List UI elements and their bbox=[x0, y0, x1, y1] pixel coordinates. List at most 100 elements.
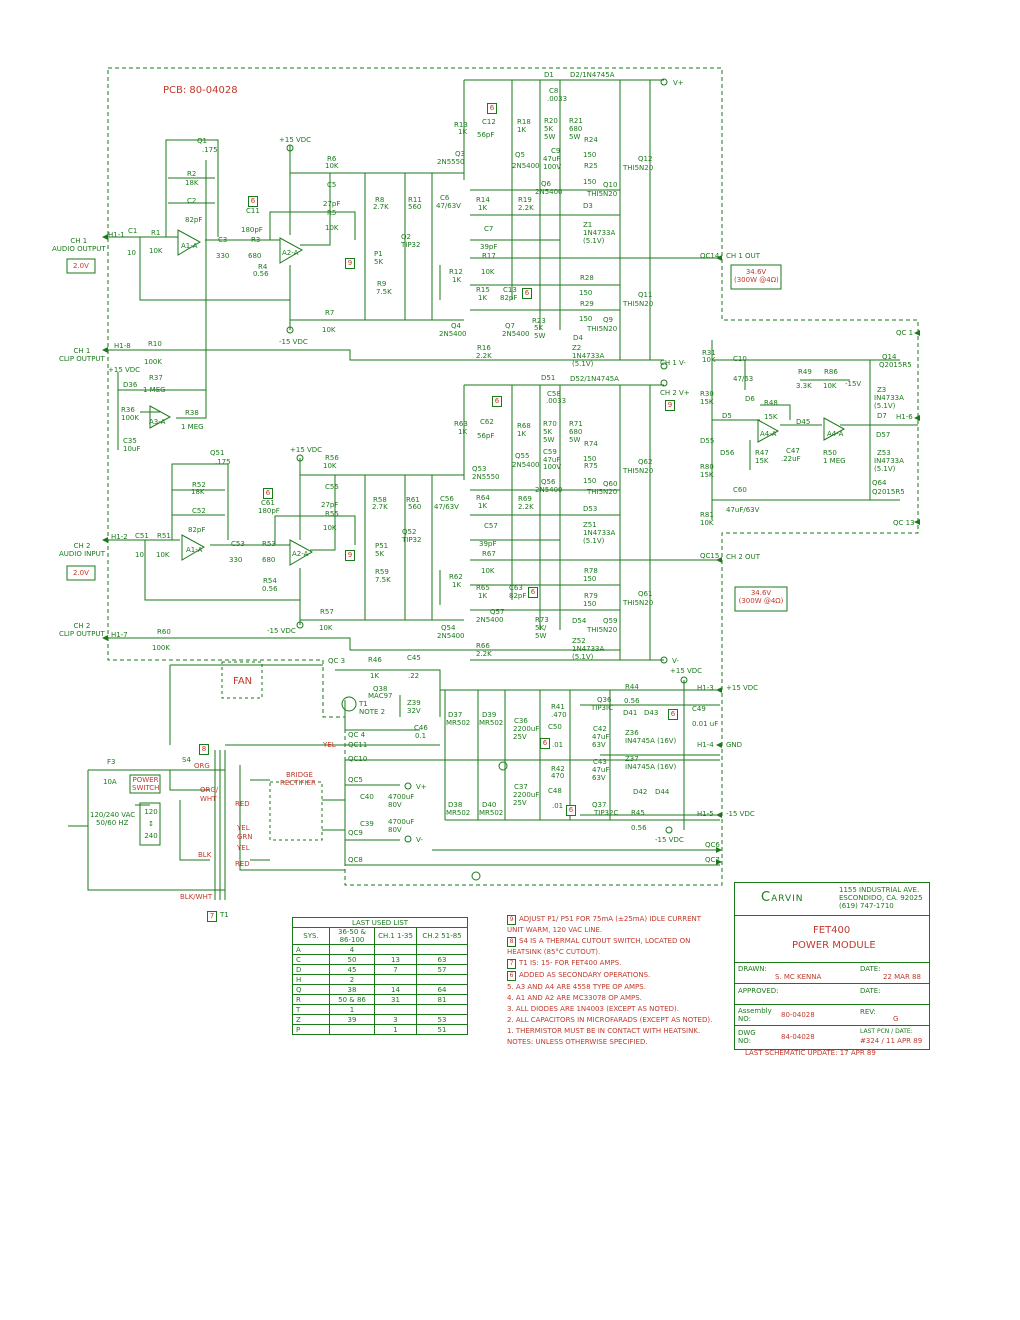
component-label: C13 bbox=[503, 286, 517, 294]
note-text: ADDED AS SECONDARY OPERATIONS. bbox=[519, 971, 651, 979]
table-cell: 38 bbox=[329, 984, 375, 995]
component-label: R45 bbox=[631, 809, 645, 817]
component-label: 47uF/63V bbox=[726, 506, 760, 514]
component-label: 10K bbox=[325, 162, 339, 170]
component-label: .0033 bbox=[546, 397, 567, 405]
component-label: R21 bbox=[569, 117, 583, 125]
component-label: 2N5400 bbox=[512, 461, 540, 469]
note-mark: 8 bbox=[199, 744, 209, 755]
component-label: 5W bbox=[543, 436, 555, 444]
component-label: C39 bbox=[360, 820, 374, 828]
dwg-value: 84-04028 bbox=[781, 1033, 815, 1041]
component-label: Q36 bbox=[597, 696, 612, 704]
component-label: 25V bbox=[513, 799, 527, 807]
connector-qc13: QC 13 bbox=[893, 519, 915, 527]
component-label: .01 bbox=[552, 741, 564, 749]
component-label: 150 bbox=[583, 600, 597, 608]
component-label: Q4 bbox=[451, 322, 461, 330]
component-label: 2.7K bbox=[373, 203, 389, 211]
component-label: D3 bbox=[583, 202, 593, 210]
component-label: Q5 bbox=[515, 151, 525, 159]
table-cell bbox=[416, 1004, 468, 1015]
component-label: 10K bbox=[702, 356, 716, 364]
company-name: Carvin bbox=[761, 890, 804, 905]
component-label: .01 bbox=[552, 802, 564, 810]
component-label: D40 bbox=[482, 801, 497, 809]
note-mark: 6 bbox=[507, 971, 516, 981]
connector-qc5: QC5 bbox=[348, 776, 363, 784]
table-cell: 1 bbox=[329, 1004, 375, 1015]
wire-color-label: WHT bbox=[200, 795, 217, 803]
note-item: 5. A3 AND A4 ARE 4558 TYPE OP AMPS. bbox=[507, 982, 729, 992]
component-label: 5W bbox=[535, 632, 547, 640]
component-label: IN4745A (16V) bbox=[625, 763, 677, 771]
component-label: R48 bbox=[764, 399, 778, 407]
component-label: C60 bbox=[733, 486, 747, 494]
note-mark: 6 bbox=[492, 396, 502, 407]
component-label: C36 bbox=[514, 717, 528, 725]
component-label: 1K bbox=[458, 128, 468, 136]
component-label: 100K bbox=[144, 358, 162, 366]
component-label: .175 bbox=[215, 458, 231, 466]
component-label: C43 bbox=[593, 758, 607, 766]
note-text: 4. A1 AND A2 ARE MC33078 OP AMPS. bbox=[507, 994, 642, 1002]
connector-qc6: QC6 bbox=[705, 841, 720, 849]
component-label: 120/240 VAC bbox=[90, 811, 136, 819]
component-label: 680 bbox=[262, 556, 276, 564]
component-label: D43 bbox=[644, 709, 659, 717]
component-label: C35 bbox=[123, 437, 137, 445]
component-label: Z51 bbox=[583, 521, 597, 529]
table-cell: 50 bbox=[329, 954, 375, 965]
table-cell bbox=[416, 974, 468, 985]
component-label: D2/1N4745A bbox=[570, 71, 615, 79]
note-item: 3. ALL DIODES ARE 1N4003 (EXCEPT AS NOTE… bbox=[507, 1004, 729, 1014]
component-label: 15K bbox=[700, 471, 714, 479]
component-label: THI5N20 bbox=[587, 626, 618, 634]
table-cell bbox=[416, 944, 468, 955]
component-label: 82pF bbox=[188, 526, 206, 534]
component-label: A4-A bbox=[760, 430, 777, 438]
component-label: R20 bbox=[544, 117, 558, 125]
component-label: C49 bbox=[692, 705, 706, 713]
component-label: 39pF bbox=[480, 243, 498, 251]
component-label: 10K bbox=[319, 624, 333, 632]
component-label: .175 bbox=[202, 146, 218, 154]
component-label: R61 bbox=[406, 496, 420, 504]
component-label: C37 bbox=[514, 783, 528, 791]
note-mark: 9 bbox=[345, 258, 355, 269]
component-label: NOTE 2 bbox=[359, 708, 386, 716]
component-label: 1K bbox=[478, 294, 488, 302]
note-mark: 7 bbox=[507, 959, 516, 969]
component-label: R18 bbox=[517, 118, 531, 126]
component-label: Q1 bbox=[197, 137, 207, 145]
component-label: R44 bbox=[625, 683, 639, 691]
rev-label: REV: bbox=[860, 1008, 876, 1016]
component-label: 18K bbox=[191, 488, 205, 496]
connector-h1-2: H1-2 bbox=[111, 533, 128, 541]
note-text-continued: HEATSINK (85°C CUTOUT). bbox=[507, 948, 601, 956]
component-label: 4700uF bbox=[388, 818, 415, 826]
connector-qc9: QC9 bbox=[348, 829, 363, 837]
note-mark: 6 bbox=[668, 709, 678, 720]
component-label: Q52 bbox=[402, 528, 417, 536]
component-label: 10K bbox=[325, 224, 339, 232]
component-label: 150 bbox=[583, 575, 597, 583]
component-label: 3.3K bbox=[796, 382, 812, 390]
component-label: C7 bbox=[484, 225, 494, 233]
component-label: 2200uF bbox=[513, 791, 540, 799]
component-label: 1 MEG bbox=[823, 457, 846, 465]
component-label: C62 bbox=[480, 418, 494, 426]
component-label: Q61 bbox=[638, 590, 653, 598]
component-label: R57 bbox=[320, 608, 334, 616]
date-label: DATE: bbox=[860, 965, 881, 973]
lul-header: CH.2 51-85 bbox=[416, 927, 468, 945]
component-label: R16 bbox=[477, 344, 491, 352]
component-label: 5K bbox=[543, 428, 553, 436]
table-cell: 81 bbox=[416, 994, 468, 1005]
component-label: R78 bbox=[584, 567, 598, 575]
component-label: D42 bbox=[633, 788, 648, 796]
note-item: 2. ALL CAPACITORS IN MICROFARADS (EXCEPT… bbox=[507, 1015, 729, 1025]
